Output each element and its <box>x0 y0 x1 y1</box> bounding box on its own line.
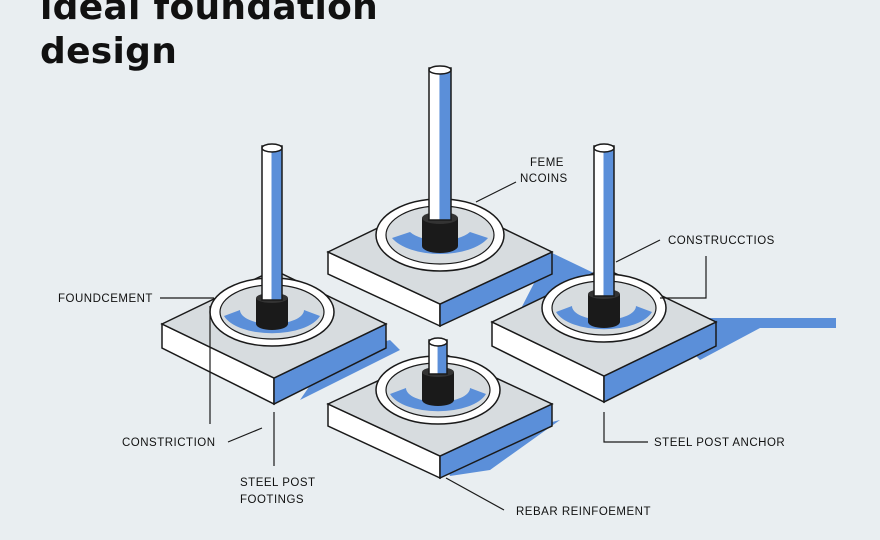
footing-left <box>160 143 400 406</box>
ring-shadow <box>224 310 320 334</box>
label-rebar: REBAR REINFOEMENT <box>516 506 651 518</box>
post <box>428 67 452 221</box>
ring-shadow <box>390 388 486 412</box>
post-cap <box>261 143 283 153</box>
ring-shadow <box>556 306 652 330</box>
leader-constructcios <box>615 239 661 263</box>
anchor-base <box>422 372 454 406</box>
page-title: ideal foundation design <box>40 0 378 74</box>
title-line-2: design <box>40 31 178 72</box>
leader-lines <box>160 181 707 511</box>
leader-feme <box>475 181 517 203</box>
footing-right <box>490 143 836 404</box>
label-foundcement: FOUNDCEMENT <box>58 293 153 305</box>
label-constriction: CONSTRICTION <box>122 437 216 449</box>
label-feme: FEME <box>530 157 564 169</box>
post <box>593 145 615 297</box>
leader-anchor-top <box>660 256 707 299</box>
footing-back <box>326 65 650 334</box>
label-ncoins: NCOINS <box>520 173 568 185</box>
title-line-1: ideal foundation <box>40 0 379 28</box>
post-cap <box>428 337 448 347</box>
leader-anchor <box>603 412 648 443</box>
anchor-base <box>256 298 288 330</box>
label-steel-post-anchor: STEEL POST ANCHOR <box>654 437 785 449</box>
anchor-base <box>588 294 620 328</box>
footing-front <box>326 337 560 480</box>
leader-constriction <box>227 427 263 443</box>
post-cap <box>593 143 615 153</box>
anchor-base <box>422 218 458 253</box>
label-constructcios: CONSTRUCCTIOS <box>668 235 775 247</box>
leader-rebar <box>445 477 505 511</box>
shadow <box>300 340 400 400</box>
label-steel-post-footings-2: FOOTINGS <box>240 494 304 506</box>
label-steel-post-footings-1: STEEL POST <box>240 477 316 489</box>
post-cap <box>428 65 452 75</box>
post <box>261 145 283 301</box>
